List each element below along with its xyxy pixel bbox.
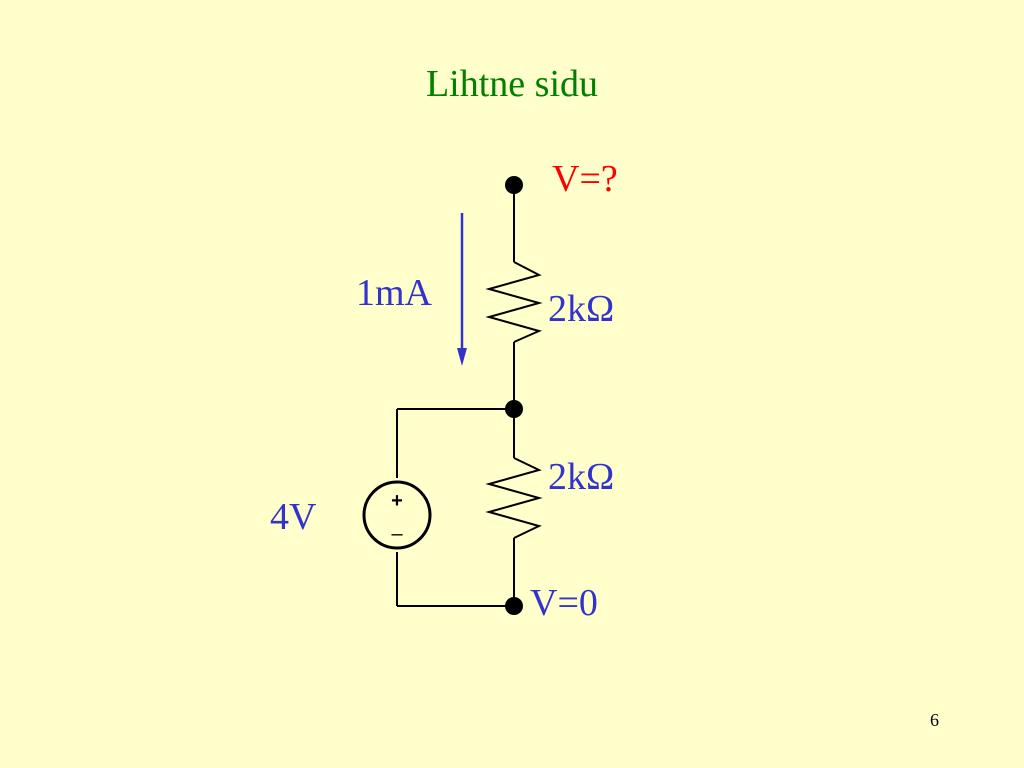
top-node-voltage-label: V=? (552, 158, 618, 200)
page-number: 6 (930, 710, 939, 730)
node-middle (505, 400, 523, 418)
source-voltage-label: 4V (270, 496, 317, 538)
node-ground (505, 597, 523, 615)
resistor-top-label: 2kΩ (548, 288, 615, 330)
current-arrow-head (457, 348, 467, 366)
resistor-top (485, 261, 543, 343)
current-label: 1mA (356, 272, 432, 314)
resistor-bottom-label: 2kΩ (548, 456, 615, 498)
slide-title: Lihtne sidu (425, 63, 599, 105)
node-top (505, 176, 523, 194)
ground-node-voltage-label: V=0 (530, 582, 598, 624)
resistor-bottom (485, 457, 543, 539)
source-minus-sign: – (391, 523, 403, 545)
source-plus-sign: + (391, 490, 403, 512)
voltage-source (362, 480, 432, 550)
